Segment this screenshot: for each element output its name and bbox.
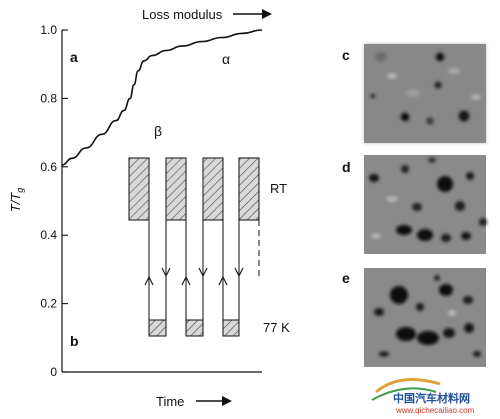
micrograph-d bbox=[364, 155, 487, 254]
y-label-main: T/T bbox=[8, 192, 23, 213]
series-line bbox=[61, 29, 263, 166]
rt-block-4 bbox=[238, 157, 260, 221]
arrow-up-icon bbox=[181, 275, 191, 286]
arrow-up-icon bbox=[218, 275, 228, 286]
loss-curve bbox=[61, 29, 263, 166]
y-tick-label: 0.2 bbox=[40, 297, 57, 311]
y-tick-label: 0.4 bbox=[40, 228, 57, 242]
micrograph-c bbox=[364, 44, 486, 143]
rt-block-1 bbox=[128, 157, 150, 221]
panel-label-c: c bbox=[342, 47, 350, 63]
loss-modulus-label: Loss modulus bbox=[142, 7, 223, 22]
y-tick-label: 1.0 bbox=[40, 23, 57, 37]
y-tick-label: 0.8 bbox=[40, 91, 57, 105]
y-label-sub: g bbox=[15, 188, 25, 193]
rt-block-3 bbox=[202, 157, 224, 221]
beta-label: β bbox=[154, 123, 162, 139]
y-tick-label: 0.6 bbox=[40, 160, 57, 174]
arrow-up-icon bbox=[144, 275, 154, 286]
cold-block-3 bbox=[222, 319, 240, 337]
time-label: Time bbox=[156, 394, 184, 409]
rt-block-2 bbox=[165, 157, 187, 221]
svg-text:T/Tg: T/Tg bbox=[8, 188, 25, 213]
watermark-logo: 中国汽车材料网 www.qichecailiao.com bbox=[371, 378, 475, 415]
quench-schematic: RT 77 K bbox=[128, 157, 290, 337]
k77-label: 77 K bbox=[263, 320, 290, 335]
panel-label-b: b bbox=[70, 333, 79, 349]
panel-label-e: e bbox=[342, 270, 350, 286]
panel-label-d: d bbox=[342, 159, 351, 175]
y-axis-label: T/Tg bbox=[8, 188, 25, 213]
cold-block-1 bbox=[148, 319, 167, 337]
rt-label: RT bbox=[270, 181, 287, 196]
watermark-url: www.qichecailiao.com bbox=[395, 406, 475, 415]
time-arrow: Time bbox=[156, 394, 232, 409]
loss-modulus-arrow: Loss modulus bbox=[142, 7, 272, 22]
arrow-down-icon bbox=[161, 267, 171, 278]
cold-block-2 bbox=[185, 319, 204, 337]
arrow-down-icon bbox=[198, 267, 208, 278]
micrograph-e bbox=[364, 268, 486, 367]
watermark-title: 中国汽车材料网 bbox=[393, 391, 470, 405]
alpha-label: α bbox=[222, 51, 230, 67]
axes: 0 0.2 0.4 0.6 0.8 1.0 bbox=[40, 23, 262, 379]
arrow-right-icon bbox=[262, 9, 272, 19]
arrow-right-icon bbox=[222, 396, 232, 406]
panel-label-a: a bbox=[70, 49, 78, 65]
y-tick-label: 0 bbox=[50, 365, 57, 379]
transfer-lines bbox=[148, 220, 260, 320]
y-ticks: 0 0.2 0.4 0.6 0.8 1.0 bbox=[40, 23, 68, 379]
arrow-down-icon bbox=[234, 267, 244, 278]
